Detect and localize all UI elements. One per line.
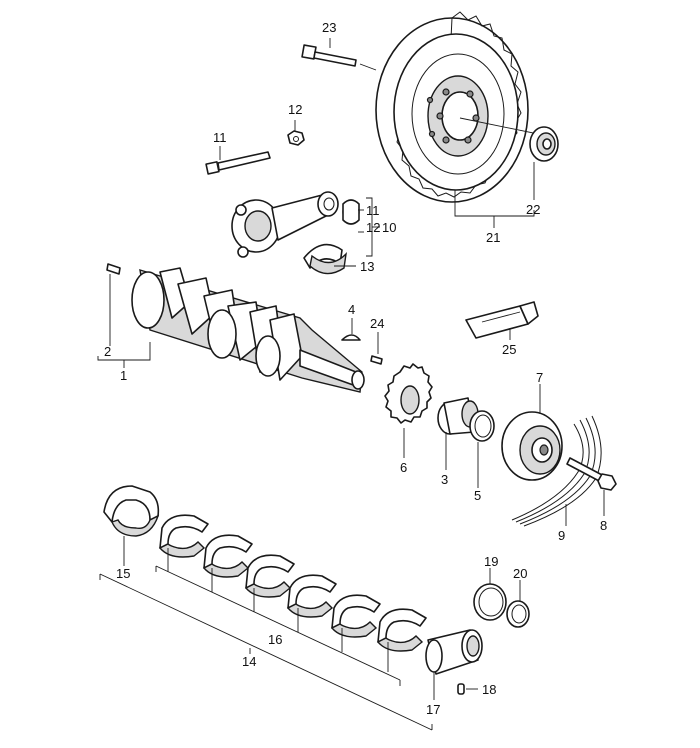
callout-18: 18 [482, 682, 496, 697]
seal-ring-20[interactable] [506, 600, 530, 628]
callout-15: 15 [116, 566, 130, 581]
callout-22: 22 [526, 202, 540, 217]
circlip[interactable] [469, 410, 495, 442]
callout-11-rod: 11 [366, 203, 380, 218]
callout-6: 6 [400, 460, 407, 475]
connecting-rod-nut[interactable] [287, 130, 305, 146]
crankshaft-gear[interactable] [384, 363, 433, 424]
callout-21: 21 [486, 230, 500, 245]
callout-10: 10 [382, 220, 396, 235]
intermediate-shaft-bearing[interactable] [425, 629, 483, 675]
pulley-bolt[interactable] [566, 457, 617, 491]
callout-7: 7 [536, 370, 543, 385]
main-bearing-shell-15[interactable] [103, 485, 160, 537]
seal-ring-19[interactable] [473, 583, 507, 621]
flywheel-bolt[interactable] [301, 44, 377, 71]
woodruff-key[interactable] [341, 334, 361, 341]
callout-1: 1 [120, 368, 127, 383]
crankshaft[interactable] [131, 267, 365, 393]
callout-19: 19 [484, 554, 498, 569]
o-ring-18[interactable] [457, 683, 465, 695]
callout-14: 14 [242, 654, 256, 669]
small-end-bushing[interactable] [342, 199, 360, 225]
callout-12-rod: 12 [366, 220, 380, 235]
callout-2: 2 [104, 344, 111, 359]
main-bearing-shell-16f[interactable] [376, 608, 427, 652]
callout-11: 11 [213, 130, 227, 145]
callout-23: 23 [322, 20, 336, 35]
main-bearing-shell-16e[interactable] [330, 594, 381, 638]
locating-pin[interactable] [370, 355, 383, 365]
callout-8: 8 [600, 518, 607, 533]
pilot-bearing[interactable] [529, 126, 559, 162]
main-bearing-shell-16a[interactable] [158, 514, 209, 558]
rod-bearing-shells[interactable] [303, 243, 347, 275]
callout-24: 24 [370, 316, 384, 331]
main-bearing-shell-16c[interactable] [244, 554, 295, 598]
pulley[interactable] [501, 411, 563, 481]
flywheel[interactable] [375, 11, 549, 203]
callout-25: 25 [502, 342, 516, 357]
callout-17: 17 [426, 702, 440, 717]
callout-12: 12 [288, 102, 302, 117]
leader-lines [97, 38, 605, 731]
callout-20: 20 [513, 566, 527, 581]
callout-labels: 23 12 11 22 21 11 12 10 13 2 1 4 24 25 7… [104, 20, 607, 717]
sealant-tube[interactable] [465, 301, 539, 339]
main-bearing-shell-16d[interactable] [286, 574, 337, 618]
callout-13: 13 [360, 259, 374, 274]
callout-4: 4 [348, 302, 355, 317]
dowel-pin[interactable] [106, 263, 121, 275]
callout-9: 9 [558, 528, 565, 543]
callout-3: 3 [441, 472, 448, 487]
connecting-rod[interactable] [231, 191, 339, 258]
main-bearing-shell-16b[interactable] [202, 534, 253, 578]
callout-16: 16 [268, 632, 282, 647]
callout-5: 5 [474, 488, 481, 503]
connecting-rod-bolt[interactable] [205, 151, 271, 175]
